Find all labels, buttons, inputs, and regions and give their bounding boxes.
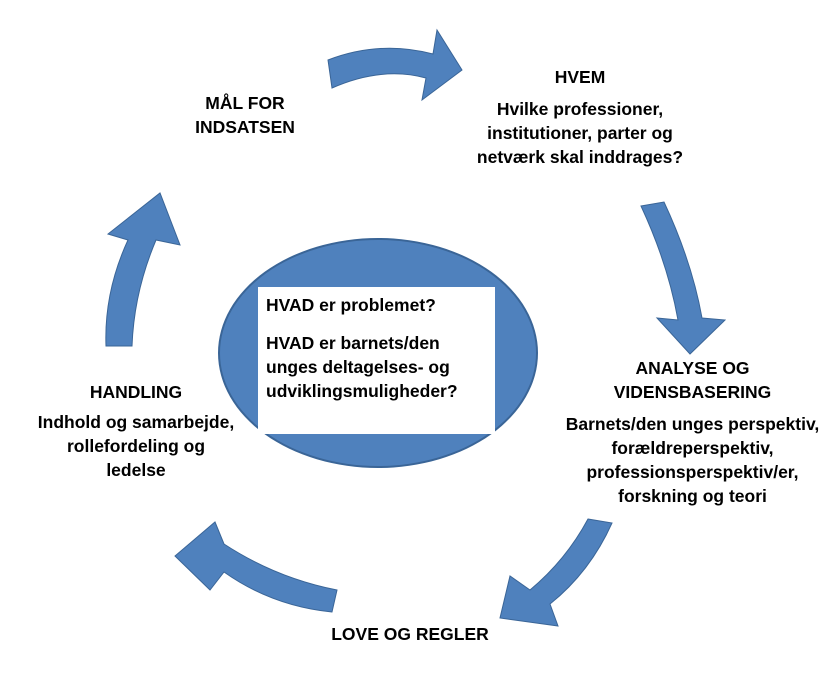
arrow-maal-to-hvem — [327, 28, 463, 102]
handling-title: HANDLING — [89, 382, 183, 402]
hvem-desc-line-3: netværk skal inddrages? — [476, 147, 684, 167]
analyse-desc-line-1: Barnets/den unges perspektiv, — [565, 414, 820, 434]
node-analyse: ANALYSE OG VIDENSBASERING Barnets/den un… — [555, 356, 830, 508]
analyse-title-line-1: ANALYSE OG — [635, 358, 750, 378]
arrow-handling-to-maal — [105, 192, 181, 347]
handling-desc-line-2: rollefordeling og — [66, 436, 206, 456]
hvem-desc-line-1: Hvilke professioner, — [496, 99, 664, 119]
analyse-desc-line-4: forskning og teori — [618, 486, 767, 506]
question-participation-line-3: udviklingsmuligheder? — [266, 381, 458, 401]
maal-title-line-1: MÅL FOR — [205, 93, 285, 113]
question-problem: HVAD er problemet? — [266, 295, 436, 315]
maal-title-line-2: INDSATSEN — [195, 117, 295, 137]
arrow-analyse-to-love — [499, 518, 613, 627]
arrow-love-to-handling — [174, 521, 338, 613]
analyse-title-line-2: VIDENSBASERING — [613, 382, 772, 402]
node-maal: MÅL FOR INDSATSEN — [180, 91, 310, 139]
handling-desc-line-3: ledelse — [106, 460, 166, 480]
node-handling: HANDLING Indhold og samarbejde, rollefor… — [22, 380, 250, 482]
arrow-hvem-to-analyse — [640, 201, 727, 355]
handling-desc-line-1: Indhold og samarbejde, — [37, 412, 235, 432]
question-participation-line-1: HVAD er barnets/den — [266, 333, 440, 353]
node-love: LOVE OG REGLER — [320, 622, 500, 646]
analyse-desc-line-3: professionsperspektiv/er, — [586, 462, 799, 482]
love-title: LOVE OG REGLER — [331, 624, 489, 644]
hvem-desc-line-2: institutioner, parter og — [487, 123, 673, 143]
center-question-box: HVAD er problemet? HVAD er barnets/den u… — [258, 287, 495, 434]
analyse-desc-line-2: forældreperspektiv, — [611, 438, 774, 458]
node-hvem: HVEM Hvilke professioner, institutioner,… — [455, 65, 705, 169]
hvem-title: HVEM — [554, 67, 606, 87]
question-participation-line-2: unges deltagelses- og — [266, 357, 450, 377]
